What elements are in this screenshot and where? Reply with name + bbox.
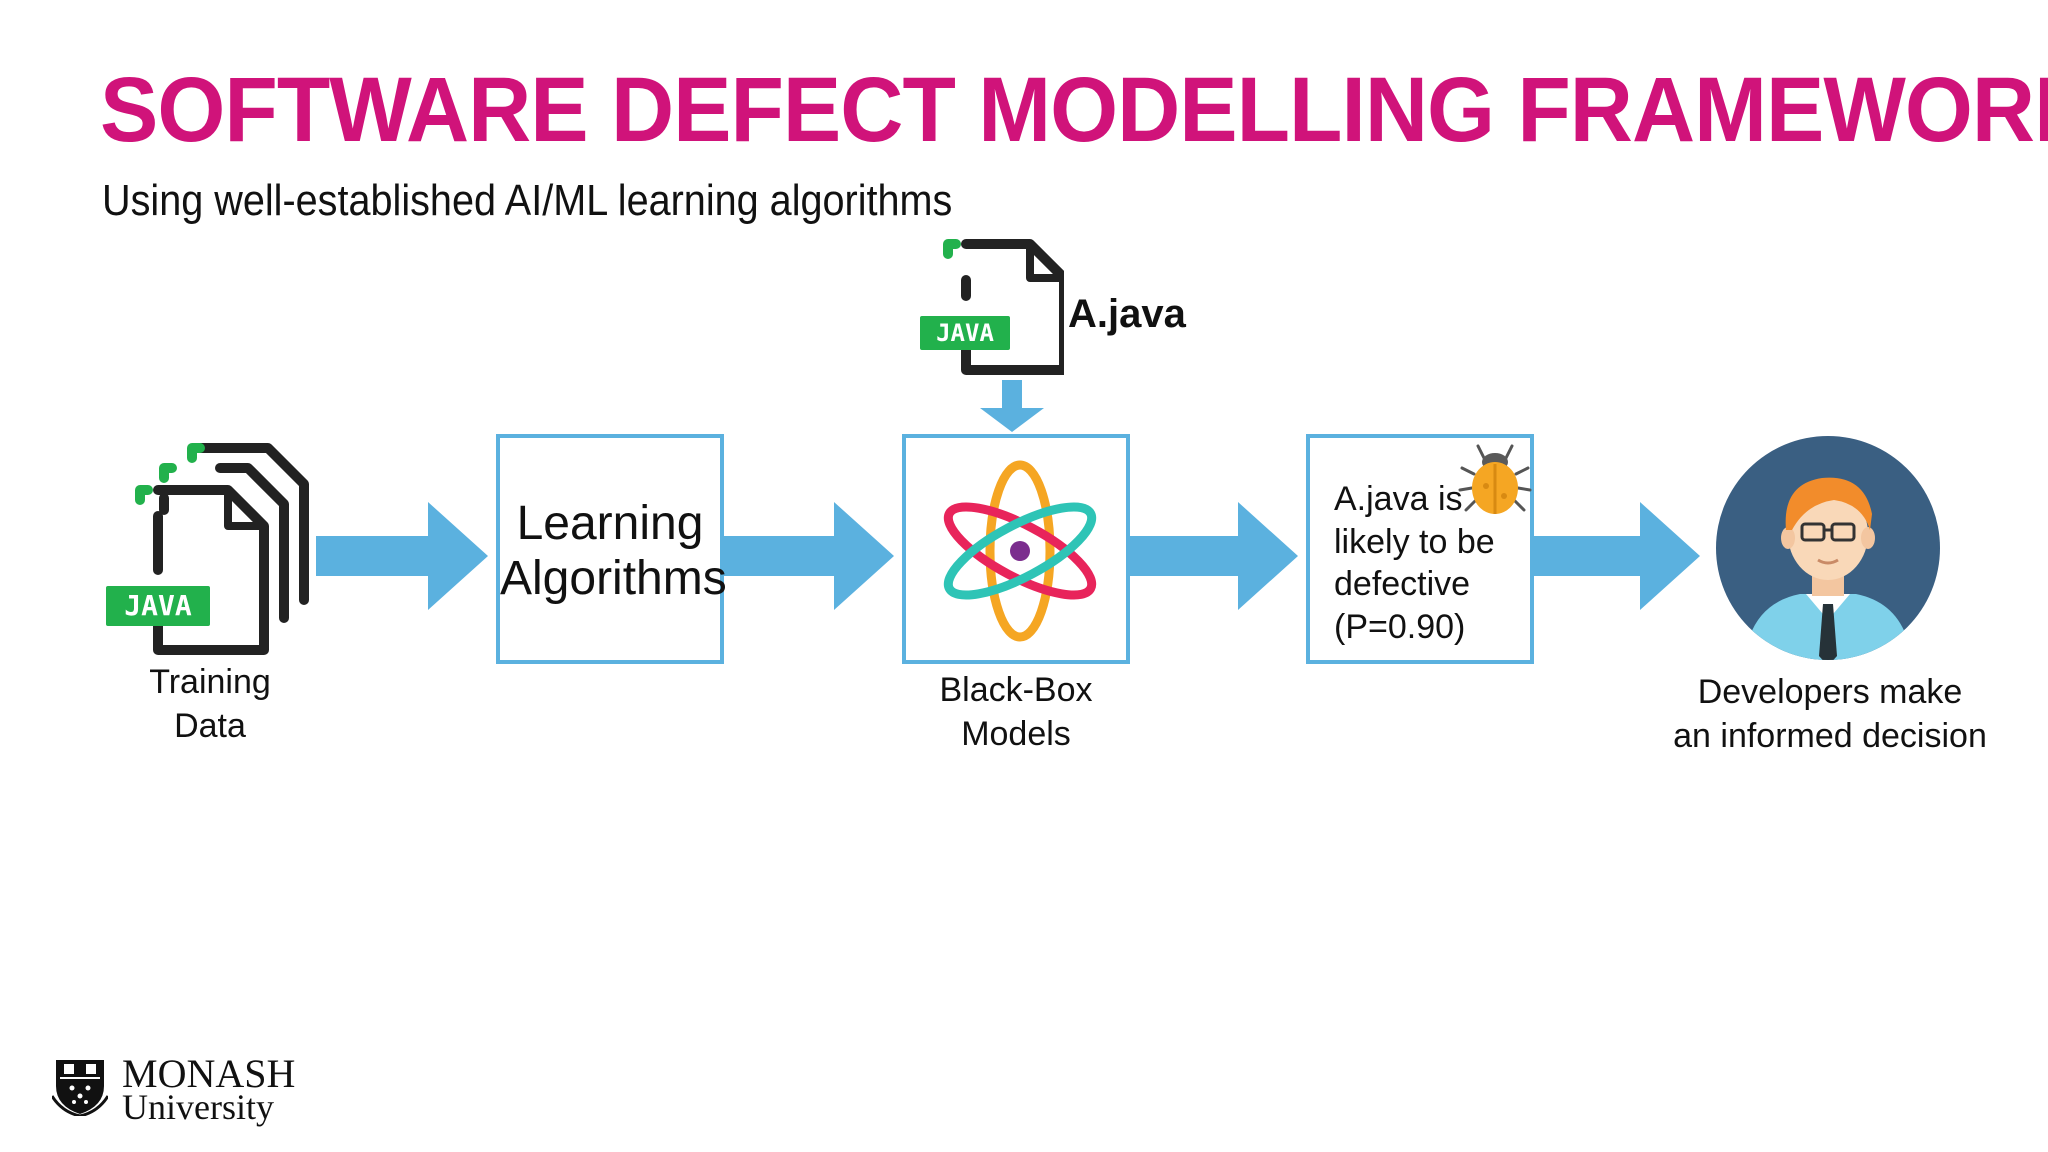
atom-model-icon — [943, 460, 1097, 642]
monash-crest-icon — [52, 1060, 108, 1116]
bug-icon — [1458, 444, 1532, 514]
a-java-badge: JAVA — [920, 316, 1010, 350]
monash-logo-word: MONASH — [122, 1051, 296, 1096]
arrow-training-to-learning — [316, 502, 488, 610]
training-data-label: Training Data — [149, 663, 271, 746]
training-java-badge: JAVA — [106, 586, 210, 626]
university-logo-word: University — [122, 1087, 274, 1127]
black-box-model-box — [902, 434, 1130, 664]
developers-decision-label: Developers make an informed decision — [1673, 673, 1987, 756]
arrow-prediction-to-developer — [1528, 502, 1700, 610]
a-java-file-label: A.java — [1068, 292, 1186, 336]
learning-algorithms-box: Learning Algorithms — [496, 434, 727, 664]
arrow-file-to-model — [980, 380, 1044, 432]
prediction-text: A.java is likely to be defective (P=0.90… — [1334, 480, 1495, 646]
page-subtitle: Using well-established AI/ML learning al… — [102, 176, 953, 225]
learning-algorithms-label: Learning Algorithms — [500, 497, 727, 606]
arrow-learning-to-model — [722, 502, 894, 610]
arrow-model-to-prediction — [1126, 502, 1298, 610]
page-title: SOFTWARE DEFECT MODELLING FRAMEWORK — [100, 59, 2048, 161]
developer-avatar — [1716, 436, 1940, 660]
prediction-box: A.java is likely to be defective (P=0.90… — [1306, 434, 1534, 664]
a-java-file-icon — [943, 239, 1064, 375]
training-data-files-icon — [135, 443, 309, 655]
black-box-models-label: Black-Box Models — [939, 671, 1093, 754]
